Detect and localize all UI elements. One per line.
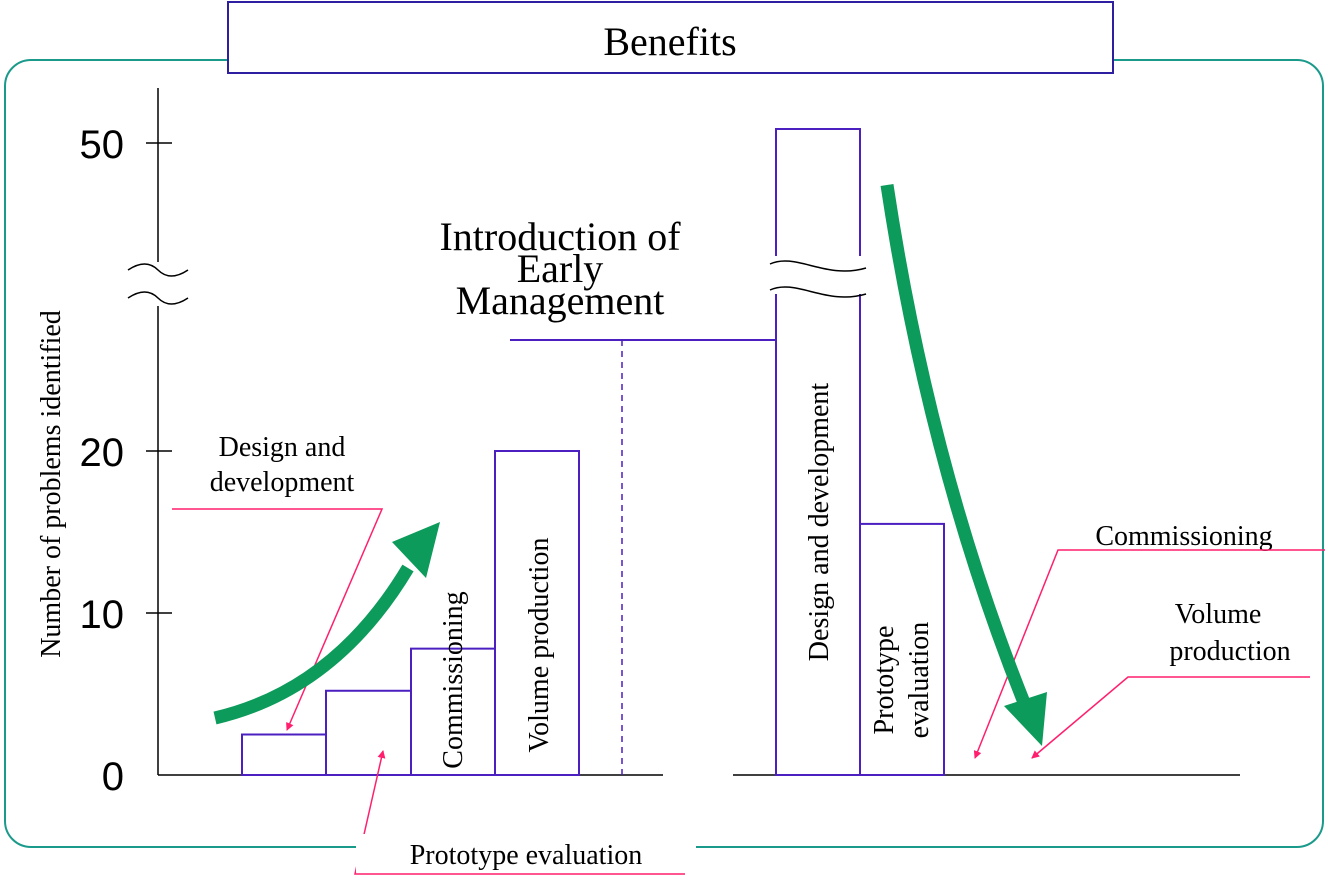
callout-volume-line2: production [1169, 636, 1290, 667]
bar-before [494, 450, 580, 776]
annotation-line3: Management [456, 278, 665, 323]
callout-commissioning-leader [973, 549, 1325, 759]
callout-volume-leader [1031, 676, 1310, 759]
trend-arrow-decreasing-shaft [880, 184, 1034, 713]
y-axis-label: Number of problems identified [36, 310, 67, 658]
bar-label-commissioning: Commissioning [438, 591, 469, 768]
callout-design-line2: development [210, 467, 355, 498]
annotation-line1: Introduction of [439, 214, 681, 259]
bar-label-volume-production: Volume production [524, 538, 555, 753]
callout-prototype-bg [356, 834, 696, 872]
chart-frame [4, 59, 1324, 848]
trend-arrow-increasing-head [392, 522, 440, 578]
bar-label-design-development-after: Design and development [804, 383, 835, 662]
callout-prototype-leader [354, 750, 685, 875]
bar-before [410, 647, 496, 777]
bar-label-prototype-line2: evaluation [904, 622, 935, 739]
annotation-line2: Early [517, 246, 604, 291]
trend-arrow-increasing-shaft [213, 564, 414, 725]
bar-before [241, 733, 327, 776]
y-tick-label: 10 [80, 593, 125, 637]
trend-arrow-decreasing-head [1004, 692, 1047, 746]
bar-before [325, 689, 412, 777]
chart-title: Benefits [603, 19, 736, 64]
y-axis-break-mark-bottom [127, 291, 189, 305]
bar-break-mark [769, 260, 867, 272]
y-axis-break-mark-top [127, 263, 189, 277]
callout-design-leader [172, 508, 384, 731]
bar-after [859, 522, 945, 777]
y-tick-label: 50 [80, 123, 125, 167]
callout-prototype-label: Prototype evaluation [410, 840, 643, 871]
callout-volume-line1: Volume [1175, 599, 1262, 630]
y-tick-label: 20 [80, 431, 125, 475]
callout-design-line1: Design and [219, 432, 346, 463]
bar-label-prototype-line1: Prototype [869, 626, 900, 735]
y-tick-label: 0 [102, 755, 124, 799]
title-box [227, 1, 1114, 74]
bar-break-mark [769, 286, 867, 298]
bar-after [775, 128, 861, 776]
callout-commissioning-label: Commissioning [1095, 521, 1272, 552]
